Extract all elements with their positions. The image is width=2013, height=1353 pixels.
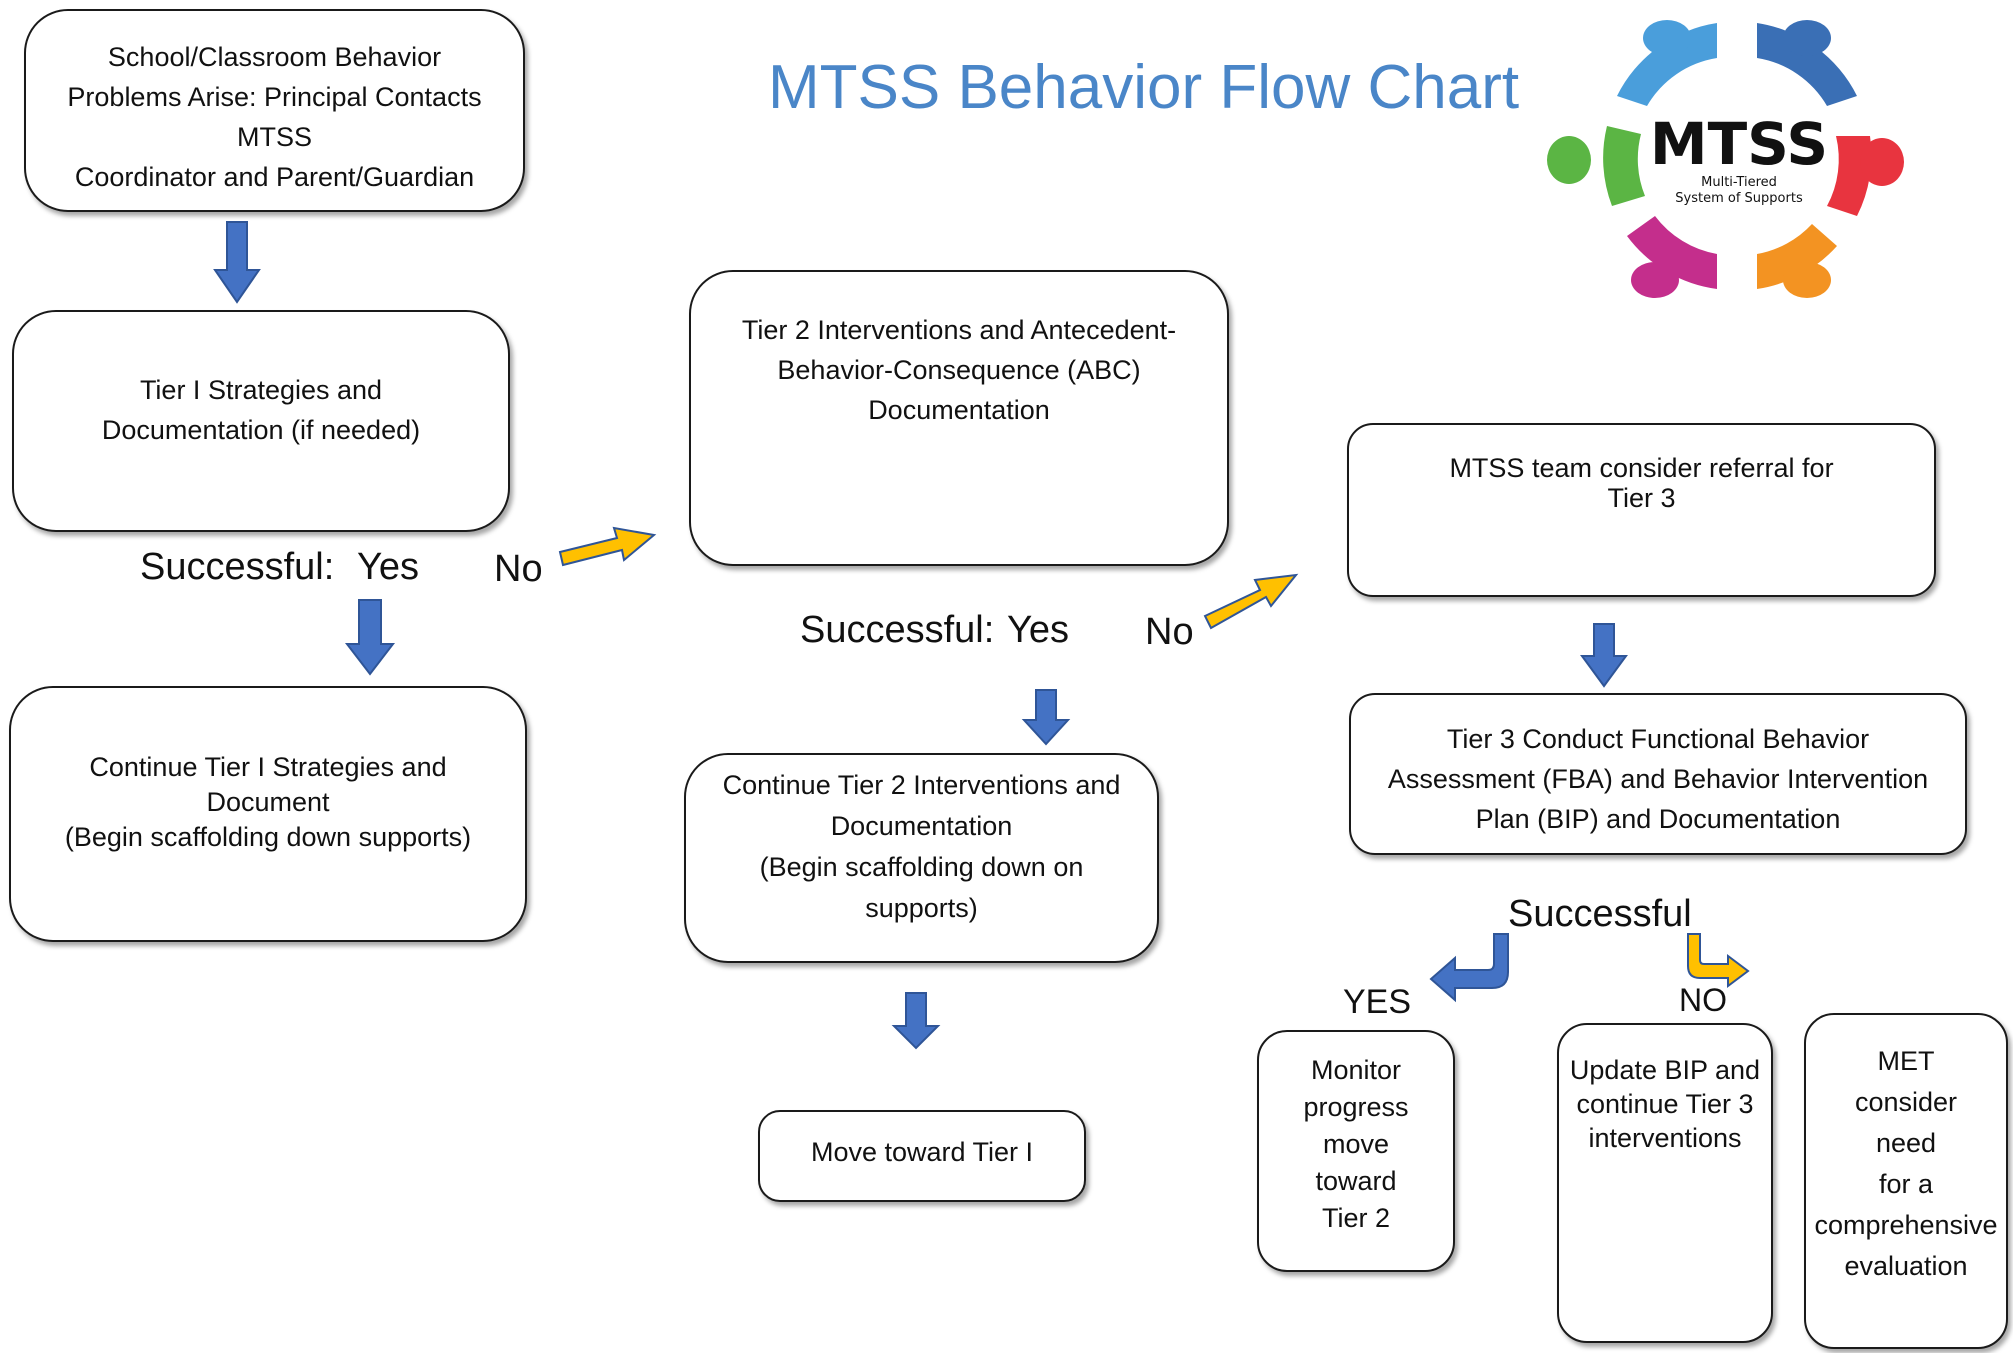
box-met-evaluation: MET consider need for a comprehensive ev… <box>1804 1013 2008 1349</box>
box-continue-tier1: Continue Tier I Strategies and Document … <box>9 686 527 942</box>
logo-person-head <box>1783 20 1831 56</box>
logo-person-head <box>1547 136 1591 184</box>
no-arrow-tier1-to-tier2 <box>558 526 657 567</box>
logo-person-head <box>1783 262 1831 298</box>
logo-segment-orange <box>1757 224 1837 289</box>
logo-person-head <box>1860 138 1904 186</box>
yes-bent-arrow <box>1429 933 1509 1003</box>
logo-segment-green <box>1603 126 1645 206</box>
label-no-3: NO <box>1679 982 1727 1018</box>
no-bent-arrow <box>1687 933 1750 988</box>
logo-subtitle-line-1: Multi-Tiered <box>1701 175 1777 190</box>
box-tier1-strategies: Tier I Strategies and Documentation (if … <box>12 310 510 532</box>
label-successful-2: Successful: <box>800 609 995 651</box>
box-monitor-progress: Monitor progress move toward Tier 2 <box>1257 1030 1455 1272</box>
no-arrow-tier2-to-referral <box>1203 573 1299 630</box>
down-arrow-start-to-tier1 <box>213 221 261 304</box>
logo-segment-dark-blue <box>1757 23 1857 106</box>
box-tier2-interventions: Tier 2 Interventions and Antecedent- Beh… <box>689 270 1229 566</box>
logo-segment-magenta <box>1627 216 1717 289</box>
down-arrow-referral-to-tier3 <box>1580 623 1628 688</box>
logo-person-head <box>1643 20 1691 56</box>
page-title: MTSS Behavior Flow Chart <box>768 53 1520 122</box>
box-update-bip: Update BIP and continue Tier 3 intervent… <box>1557 1023 1773 1343</box>
logo-abbr: MTSS <box>1650 110 1828 178</box>
logo-segment-light-blue <box>1617 23 1717 106</box>
box-problems-arise: School/Classroom Behavior Problems Arise… <box>24 9 525 212</box>
box-continue-tier2: Continue Tier 2 Interventions and Docume… <box>684 753 1159 963</box>
label-successful-3: Successful <box>1508 893 1692 935</box>
down-arrow-tier2-to-continue <box>1021 689 1071 746</box>
box-tier3-fba-bip: Tier 3 Conduct Functional Behavior Asses… <box>1349 693 1967 855</box>
down-arrow-tier1-to-continue <box>344 599 396 676</box>
label-no-2: No <box>1145 611 1194 653</box>
box-mtss-referral: MTSS team consider referral for Tier 3 <box>1347 423 1936 597</box>
logo-person-head <box>1631 262 1679 298</box>
label-yes-1: Yes <box>357 546 419 588</box>
logo-subtitle-line-2: System of Supports <box>1675 191 1803 206</box>
down-arrow-continue-to-move <box>891 992 941 1050</box>
box-move-toward-tier1: Move toward Tier I <box>758 1110 1086 1202</box>
label-no-1: No <box>494 548 543 590</box>
label-yes-2: Yes <box>1007 609 1069 651</box>
label-successful-1: Successful: <box>140 546 335 588</box>
logo-segment-red <box>1827 136 1872 216</box>
label-yes-3: YES <box>1343 983 1412 1021</box>
